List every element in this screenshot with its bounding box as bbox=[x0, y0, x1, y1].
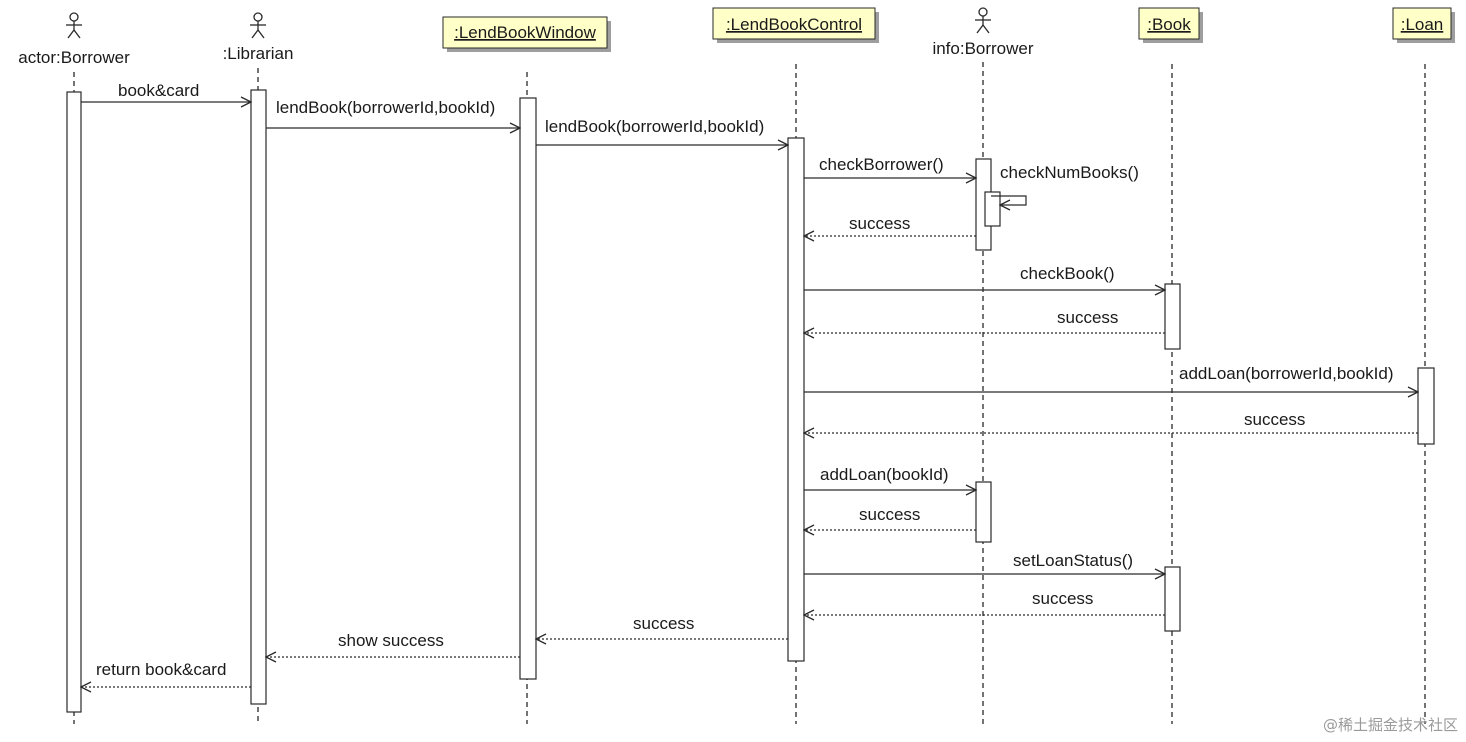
object-box bbox=[712, 7, 876, 40]
participant-librarian: :Librarian bbox=[223, 12, 294, 63]
participant-label: :LendBookWindow bbox=[454, 23, 596, 42]
activation-bar bbox=[66, 91, 82, 713]
message-label: success bbox=[1032, 589, 1093, 608]
message-label: checkNumBooks() bbox=[1000, 163, 1139, 182]
message-label: return book&card bbox=[96, 660, 226, 679]
participant-label: actor:Borrower bbox=[18, 48, 130, 67]
message-labels: book&card lendBook(borrowerId,bookId) le… bbox=[96, 81, 1394, 679]
message-label: checkBook() bbox=[1020, 264, 1114, 283]
activation-bar bbox=[519, 97, 537, 680]
activation-bars bbox=[66, 89, 1435, 713]
message-label: success bbox=[633, 614, 694, 633]
participant-label: :Loan bbox=[1401, 15, 1444, 34]
participant-loan: :Loan bbox=[1392, 7, 1455, 43]
participant-label: :LendBookControl bbox=[726, 15, 862, 34]
self-message-arrow bbox=[991, 195, 1027, 205]
message-label: success bbox=[1057, 308, 1118, 327]
participant-label: info:Borrower bbox=[932, 39, 1033, 58]
object-box bbox=[1392, 7, 1452, 40]
message-label: success bbox=[859, 505, 920, 524]
activation-bar bbox=[984, 191, 1001, 227]
message-label: lendBook(borrowerId,bookId) bbox=[545, 117, 764, 136]
activation-bar bbox=[1164, 283, 1181, 350]
participant-label: :Book bbox=[1147, 15, 1191, 34]
participant-lendbookcontrol: :LendBookControl bbox=[712, 7, 879, 43]
message-label: success bbox=[1244, 410, 1305, 429]
participant-info-borrower: info:Borrower bbox=[932, 7, 1034, 58]
object-box bbox=[1138, 7, 1200, 40]
message-label: lendBook(borrowerId,bookId) bbox=[276, 98, 495, 117]
message-label: success bbox=[849, 214, 910, 233]
stick-figure-icon bbox=[66, 12, 82, 39]
participant-label: :Librarian bbox=[223, 44, 294, 63]
message-label: show success bbox=[338, 631, 444, 650]
message-label: addLoan(borrowerId,bookId) bbox=[1179, 364, 1394, 383]
watermark: @稀土掘金技术社区 bbox=[1323, 716, 1458, 734]
lifelines bbox=[73, 62, 1426, 724]
participant-book: :Book bbox=[1138, 7, 1203, 43]
stick-figure-icon bbox=[250, 12, 266, 39]
activation-bar bbox=[975, 481, 992, 543]
participant-lendbookwindow: :LendBookWindow bbox=[442, 16, 611, 52]
object-box bbox=[442, 16, 608, 49]
activation-bar bbox=[1417, 367, 1435, 445]
participant-borrower: actor:Borrower bbox=[18, 12, 130, 67]
message-label: setLoanStatus() bbox=[1013, 551, 1133, 570]
activation-bar bbox=[1164, 566, 1181, 632]
activation-bar bbox=[787, 137, 805, 662]
message-label: book&card bbox=[118, 81, 199, 100]
message-label: addLoan(bookId) bbox=[820, 465, 949, 484]
message-label: checkBorrower() bbox=[819, 155, 944, 174]
messages bbox=[81, 102, 1418, 687]
activation-bar bbox=[250, 89, 267, 705]
stick-figure-icon bbox=[975, 7, 991, 34]
